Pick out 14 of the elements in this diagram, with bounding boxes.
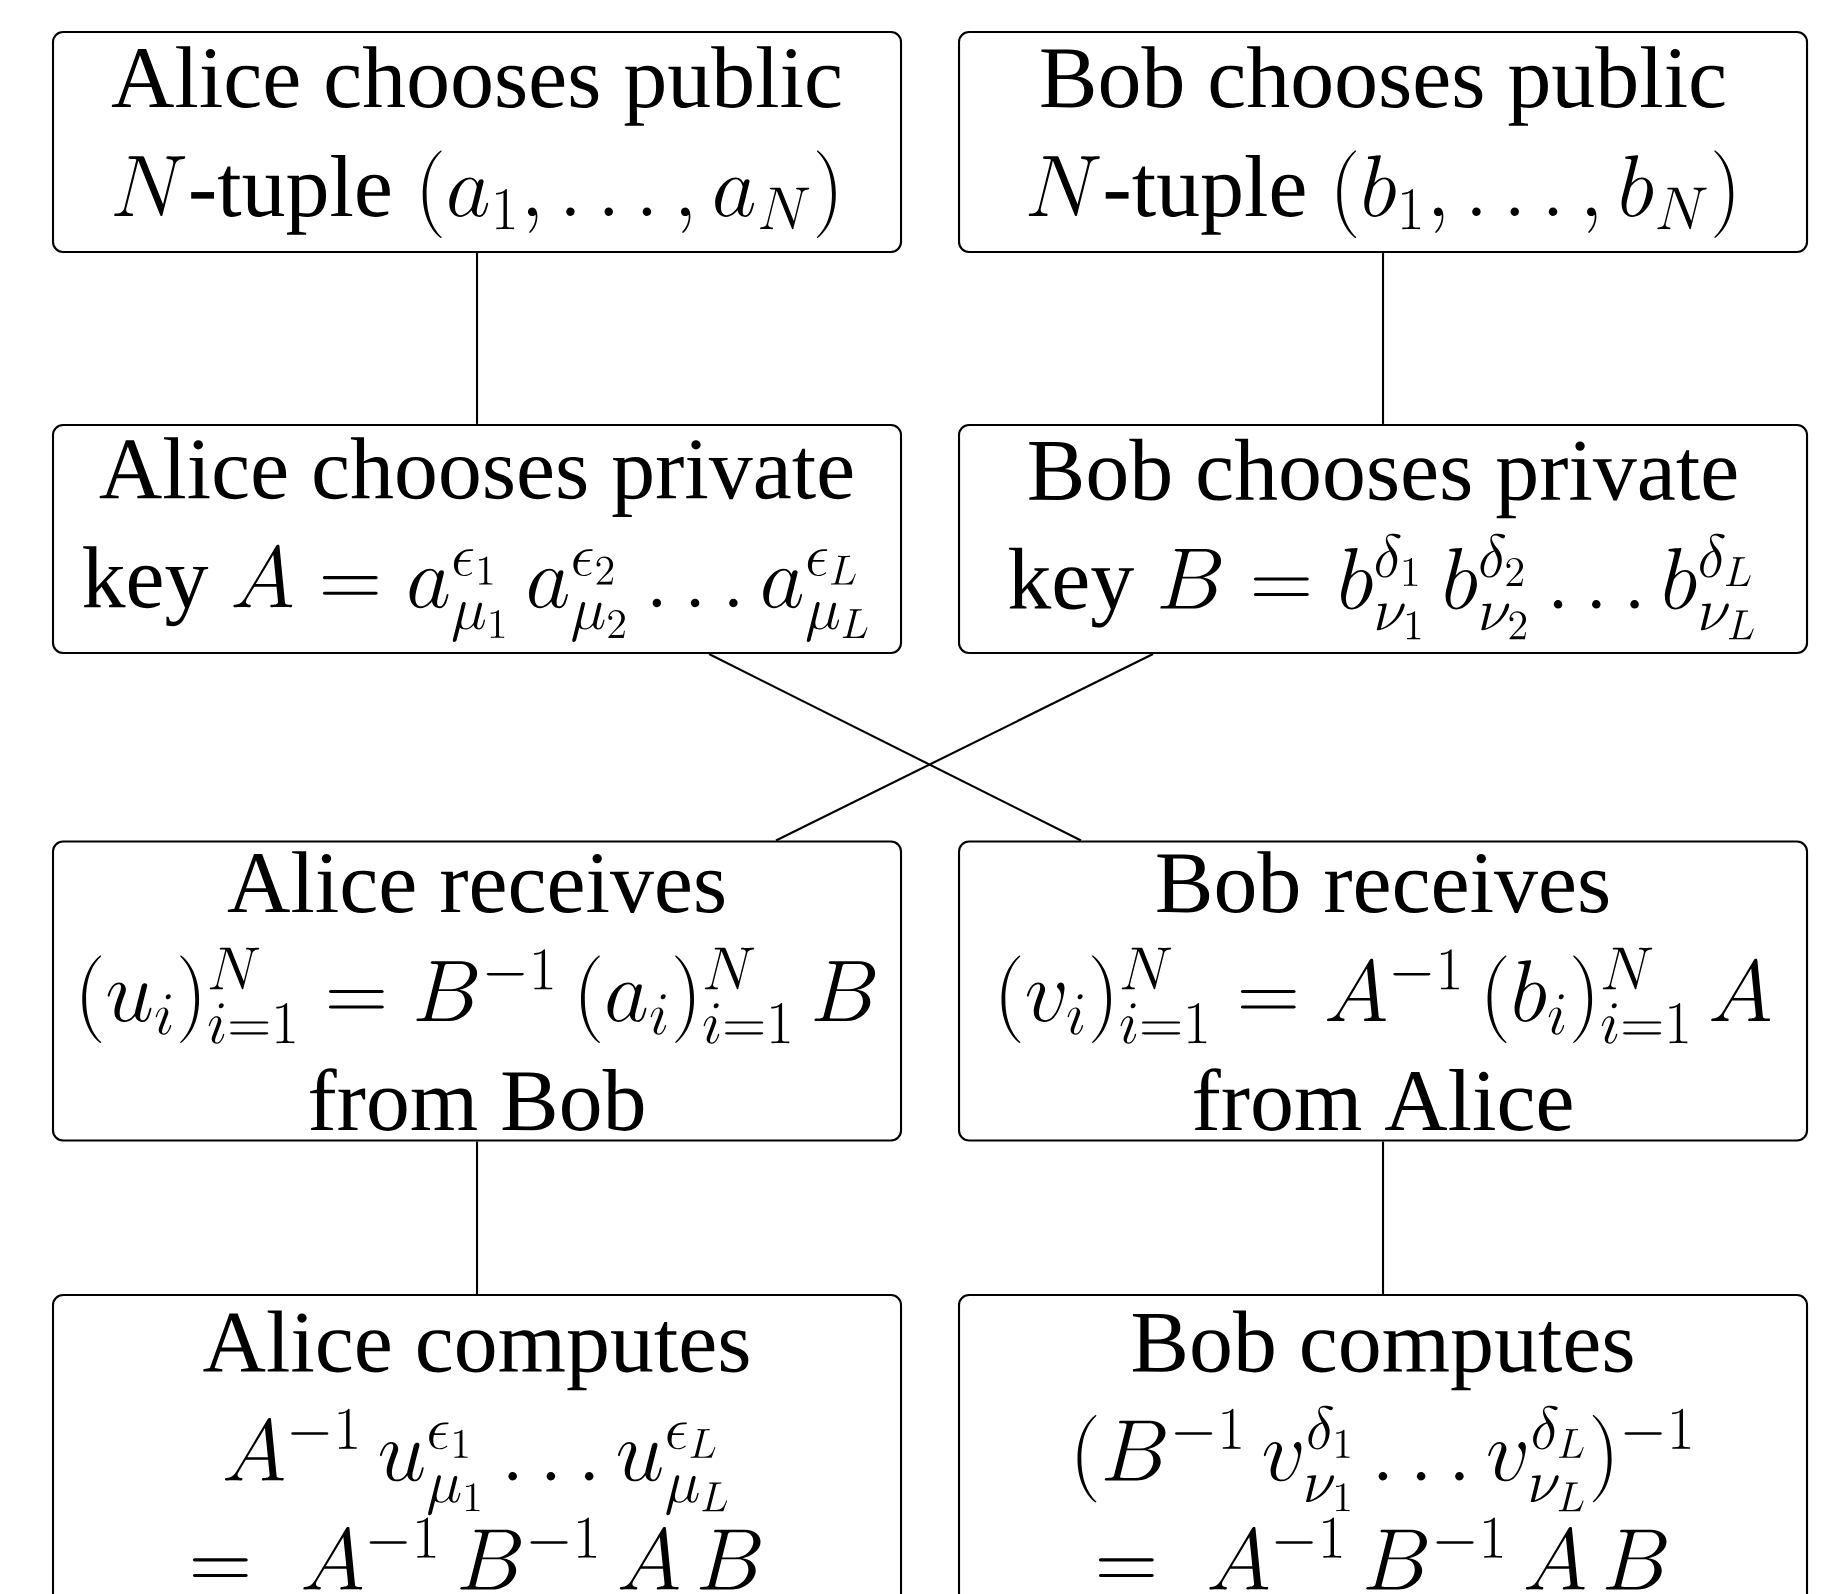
process-box: Alice computes $A^{-1}\,u_{\mu_1}^{\epsilon_1}\ldots u_{\mu_L}^{\epsilon_L}$ $=\;A^{-1}\,B^{-1}\,A\,B$ <box>51 1293 903 1594</box>
process-box: Bob computes $(B^{-1}\,v_{\nu_1}^{\delta_1}\ldots v_{\nu_L}^{\delta_L})^{-1}$ $=\;A^{-1}\,B^{-1}\,A\,B$ <box>957 1293 1809 1594</box>
process-box: Bob receives $(v_i)_{i=1}^N = A^{-1}\,(b_i)_{i=1}^N\,A$ from Alice <box>957 840 1809 1142</box>
connector-line <box>475 1141 479 1294</box>
connector-line <box>775 653 1154 842</box>
process-box: Alice chooses private $\text{key }A = a_{\mu_1}^{\epsilon_1}\,a_{\mu_2}^{\epsilon_2}\ldots a_{\mu_L}^{\epsilon_L}$ <box>51 423 903 655</box>
process-box: Alice chooses public $N\text{-tuple }(a_1,\ldots,a_N)$ <box>51 30 903 254</box>
process-box: Alice receives $(u_i)_{i=1}^N = B^{-1}\,(a_i)_{i=1}^N\,B$ from Bob <box>51 840 903 1142</box>
connector-line <box>1381 253 1385 424</box>
connector-line <box>1381 1141 1385 1294</box>
process-box: Bob chooses public $N\text{-tuple }(b_1,\ldots,b_N)$ <box>957 30 1809 254</box>
connector-line <box>708 653 1082 842</box>
process-box: Bob chooses private $\text{key }B = b_{\nu_1}^{\delta_1}\,b_{\nu_2}^{\delta_2}\ldots b_{\nu_L}^{\delta_L}$ <box>957 423 1809 655</box>
connector-line <box>475 253 479 424</box>
